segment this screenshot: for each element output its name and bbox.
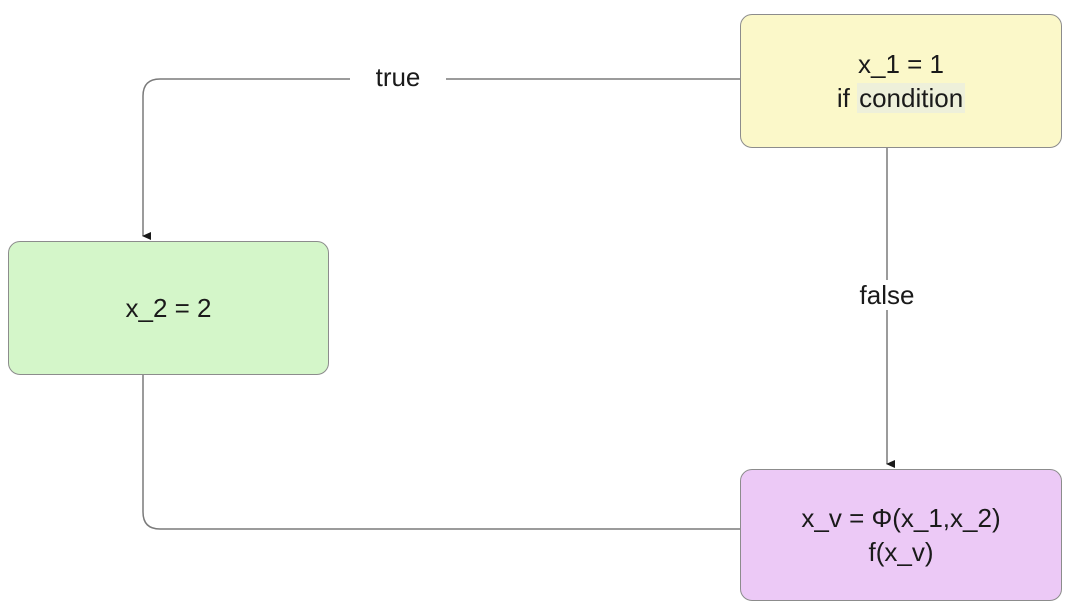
true-branch-line-assign: x_2 = 2 (125, 293, 212, 323)
merge-line-phi: x_v = Φ(x_1,x_2) (801, 503, 1001, 533)
entry-line-assign: x_1 = 1 (857, 49, 944, 79)
entry-line-condition: if condition (836, 81, 966, 115)
if-keyword: if (836, 83, 858, 113)
edge-label-true: true (350, 62, 446, 92)
merge-block: x_v = Φ(x_1,x_2) f(x_v) (740, 469, 1062, 601)
edge-label-false: false (846, 280, 928, 310)
entry-block: x_1 = 1 if condition (740, 14, 1062, 148)
merge-line-call: f(x_v) (868, 537, 934, 567)
edge-true (142, 78, 740, 240)
condition-text: condition (857, 83, 966, 113)
true-branch-block: x_2 = 2 (8, 241, 329, 375)
edge-join (142, 375, 740, 530)
